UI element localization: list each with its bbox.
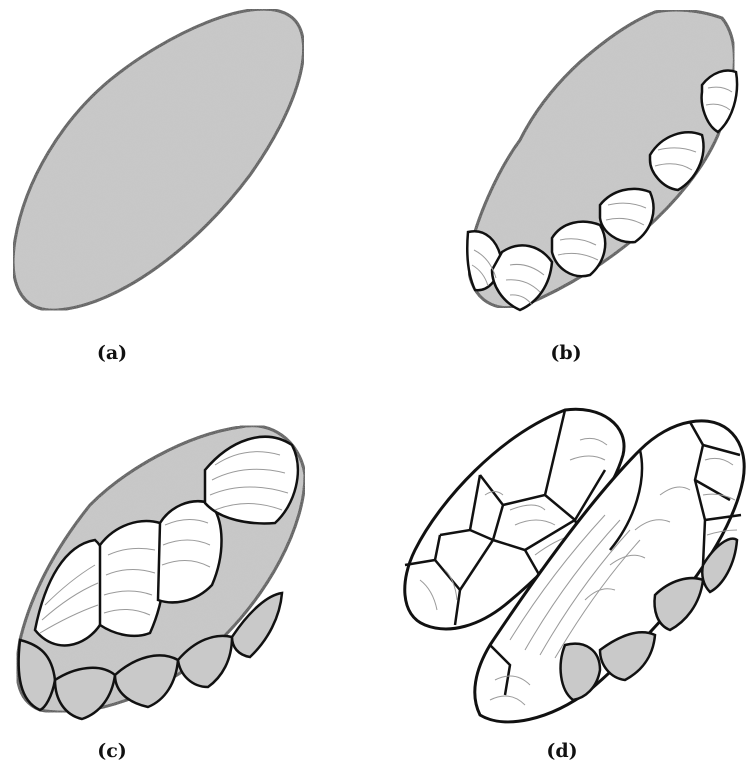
panel-c-label: (c) bbox=[97, 740, 127, 762]
panel-b-label: (b) bbox=[550, 342, 581, 364]
finished-biface-illustration bbox=[385, 400, 747, 730]
edge-flaked-illustration bbox=[440, 0, 747, 330]
panel-b bbox=[440, 0, 747, 330]
panel-c bbox=[0, 405, 330, 725]
panel-a bbox=[0, 0, 330, 330]
panel-d bbox=[385, 400, 747, 730]
panel-a-label: (a) bbox=[97, 342, 127, 364]
blank-nodule-illustration bbox=[0, 0, 330, 330]
cortex-surface bbox=[13, 9, 304, 310]
panel-d-label: (d) bbox=[546, 740, 577, 762]
invasive-flaked-illustration bbox=[0, 405, 330, 725]
